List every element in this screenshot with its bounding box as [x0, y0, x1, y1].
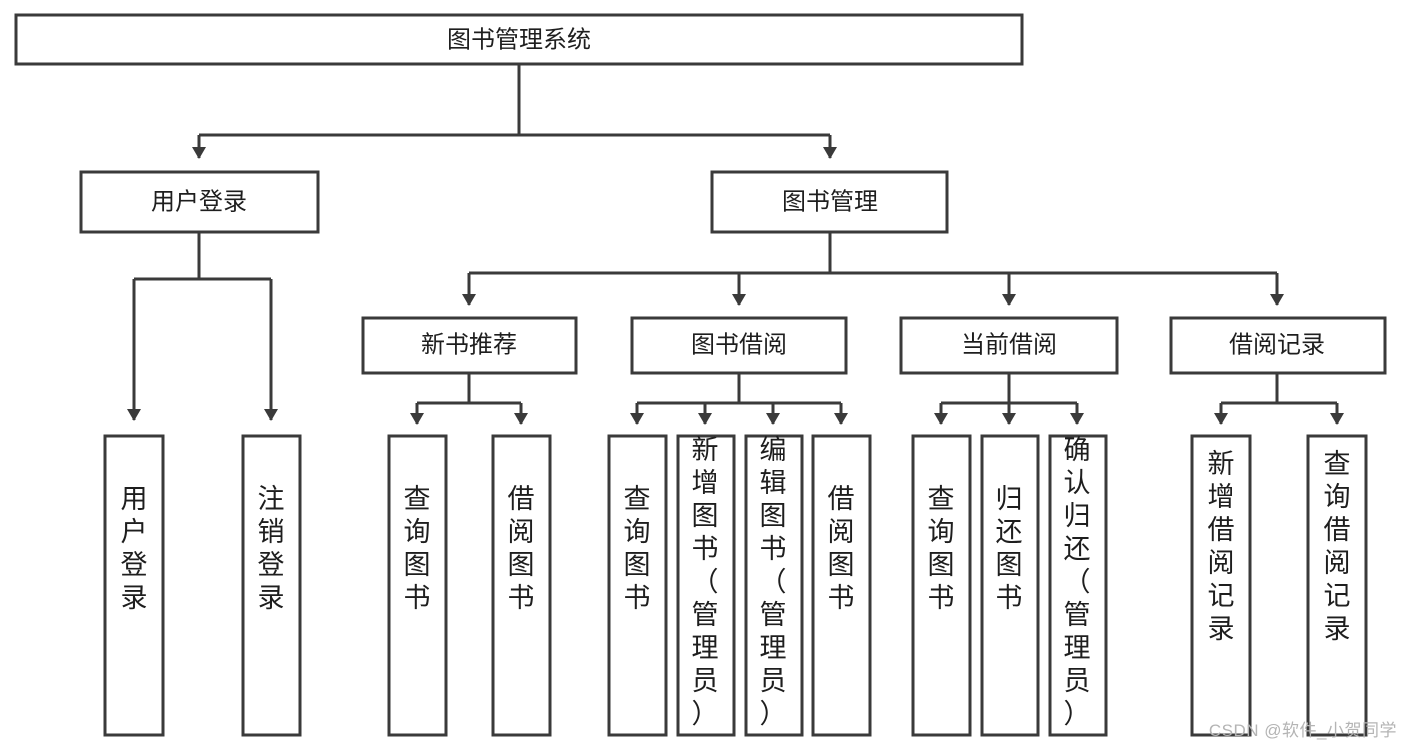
leaf-edit-book[interactable]: 编辑图书（管理员） [744, 434, 804, 737]
leaf-logout-login-label: 注销登录 [258, 484, 285, 613]
leaf-confirm-return[interactable]: 确认归还（管理员） [1048, 434, 1108, 737]
connector-layer [127, 64, 1344, 425]
node-book-borrow[interactable]: 图书借阅 [630, 316, 848, 375]
leaf-borrow-book-1-label: 借阅图书 [508, 484, 535, 613]
node-current-borrow[interactable]: 当前借阅 [899, 316, 1119, 375]
node-book-manage[interactable]: 图书管理 [710, 170, 949, 234]
leaf-query-book-3-label: 查询图书 [928, 484, 955, 613]
leaf-confirm-return-label: 确认归还（管理员） [1064, 435, 1091, 729]
leaf-borrow-book-2-label: 借阅图书 [828, 484, 855, 613]
leaf-user-login[interactable]: 用户登录 [103, 434, 165, 737]
leaf-add-borrow-record[interactable]: 新增借阅记录 [1190, 434, 1252, 737]
node-root-label: 图书管理系统 [447, 26, 591, 53]
node-borrow-record[interactable]: 借阅记录 [1169, 316, 1387, 375]
node-user-login[interactable]: 用户登录 [79, 170, 320, 234]
node-book-borrow-label: 图书借阅 [691, 331, 787, 358]
leaf-query-book-1-label: 查询图书 [404, 484, 431, 613]
leaf-query-borrow-record[interactable]: 查询借阅记录 [1306, 434, 1368, 737]
leaf-add-book[interactable]: 新增图书（管理员） [676, 434, 736, 737]
leaf-query-book-1[interactable]: 查询图书 [387, 434, 448, 737]
node-current-borrow-label: 当前借阅 [961, 331, 1057, 358]
leaf-add-book-label: 新增图书（管理员） [692, 435, 719, 729]
leaf-edit-book-label: 编辑图书（管理员） [760, 435, 787, 729]
leaf-borrow-book-2[interactable]: 借阅图书 [811, 434, 872, 737]
leaf-return-book[interactable]: 归还图书 [980, 434, 1040, 737]
node-new-book-recommend-label: 新书推荐 [421, 331, 517, 358]
leaf-return-book-label: 归还图书 [996, 484, 1023, 613]
leaf-logout-login[interactable]: 注销登录 [241, 434, 302, 737]
leaf-user-login-label: 用户登录 [121, 484, 148, 613]
node-user-login-label: 用户登录 [151, 188, 247, 215]
node-root-book-management-system[interactable]: 图书管理系统 [14, 13, 1024, 66]
leaf-query-book-3[interactable]: 查询图书 [911, 434, 972, 737]
leaf-query-book-2-label: 查询图书 [624, 484, 651, 613]
leaf-borrow-book-1[interactable]: 借阅图书 [491, 434, 552, 737]
leaf-query-borrow-record-label: 查询借阅记录 [1324, 449, 1351, 644]
leaf-query-book-2[interactable]: 查询图书 [607, 434, 668, 737]
node-book-manage-label: 图书管理 [782, 188, 878, 215]
leaf-add-borrow-record-label: 新增借阅记录 [1208, 449, 1235, 644]
node-new-book-recommend[interactable]: 新书推荐 [361, 316, 578, 375]
csdn-watermark: CSDN @软件_小贺同学 [1208, 721, 1397, 740]
node-borrow-record-label: 借阅记录 [1229, 331, 1325, 358]
